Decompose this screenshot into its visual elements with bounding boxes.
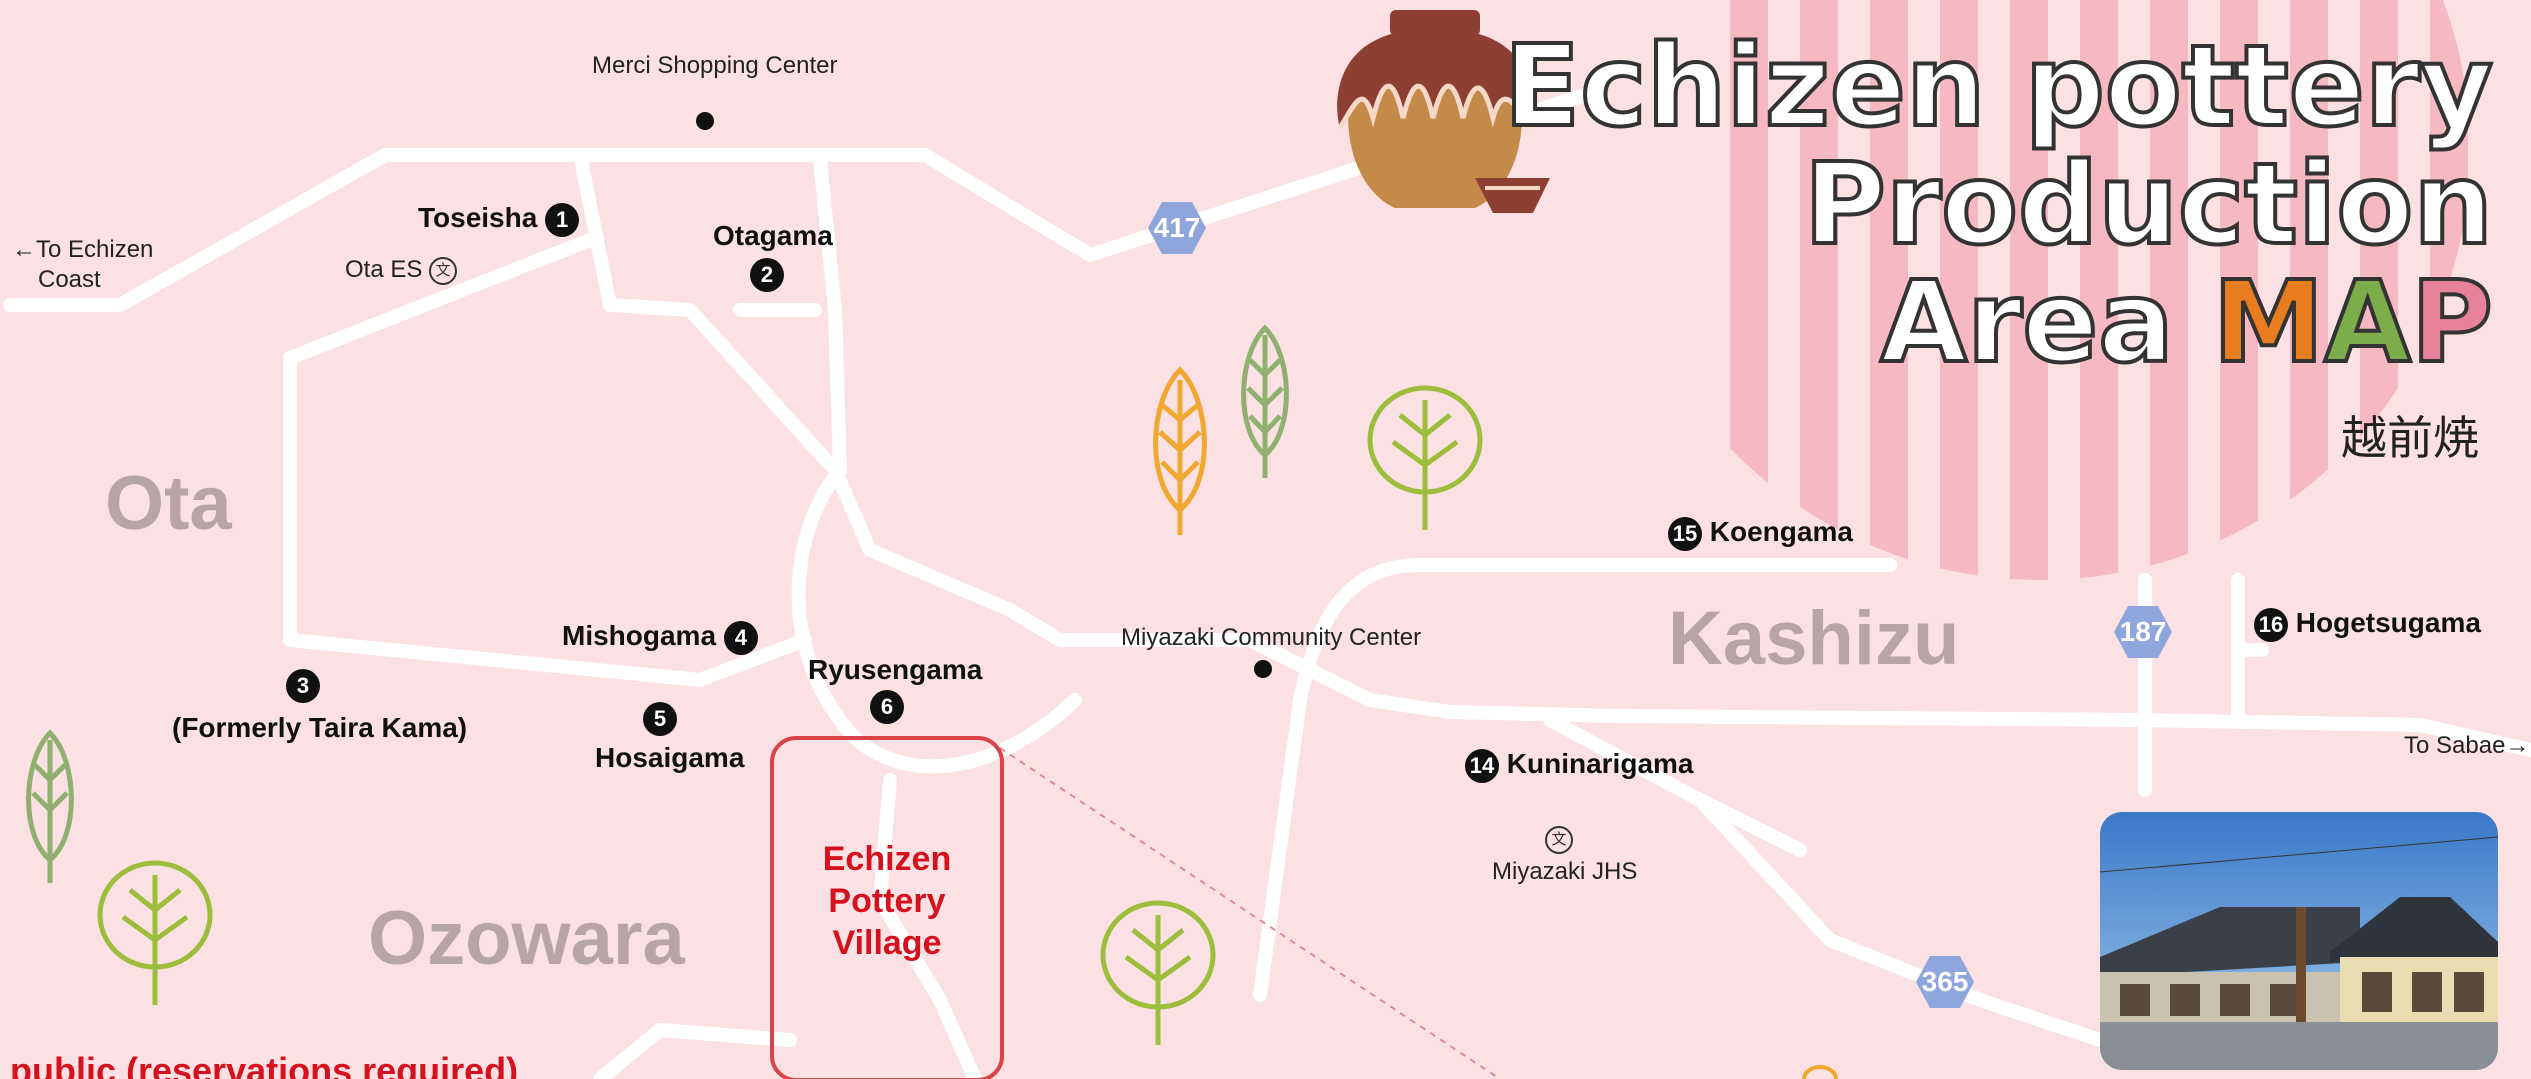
kiln-3-number-badge: 3 [286, 669, 320, 703]
school-icon: 文 [429, 257, 458, 285]
kiln-1-toseisha: Toseisha 1 [418, 202, 580, 237]
school-icon: 文 [1545, 826, 1573, 854]
pottery-jar-illustration [1337, 10, 1550, 213]
landmark-merci-dot [696, 112, 714, 130]
title-map-word: MAP [2211, 258, 2495, 388]
kiln-number-badge: 14 [1465, 748, 1499, 783]
kiln-number-badge: 16 [2254, 607, 2288, 642]
japanese-title: 越前焼 [2341, 411, 2479, 465]
tree-green-tall [1241, 324, 1289, 478]
title-area-word: Area [1878, 258, 2175, 388]
area-kashizu: Kashizu [1668, 596, 1960, 681]
area-ozowara: Ozowara [368, 896, 685, 981]
kiln-number-badge: 4 [723, 620, 758, 655]
tree-green-round [1367, 385, 1483, 530]
title-line-1: Echizen pottery [1502, 22, 2495, 152]
title-line-2: Production [1802, 140, 2495, 270]
kiln-16-hogetsugama: 16 Hogetsugama [2254, 607, 2481, 642]
kiln-6-ryusengama-label: Ryusengama [808, 654, 983, 685]
landmark-miyazaki-jhs-label: Miyazaki JHS [1492, 858, 1638, 885]
landmark-ota-es: Ota ES 文 [345, 256, 458, 287]
kiln-14-kuninarigama: 14 Kuninarigama [1465, 748, 1693, 783]
kiln-6-number-badge: 6 [870, 690, 904, 724]
tree-bottom-round [1100, 900, 1216, 1045]
kiln-2-otagama-label: Otagama [713, 220, 833, 251]
tree-bottom-partial [1802, 1065, 1838, 1079]
title-line-3: Area MAP [1504, 262, 2495, 384]
route-417-shield: 417 [1148, 202, 1206, 254]
pottery-village-building-photo [2100, 812, 2498, 1070]
kiln-5-number-badge: 5 [643, 702, 677, 736]
landmark-miyazaki-cc-dot [1254, 660, 1272, 678]
kiln-5-hosaigama-label: Hosaigama [595, 742, 745, 773]
kiln-2-number-badge: 2 [750, 258, 784, 292]
echizen-pottery-village-label: Echizen Pottery Village [822, 840, 952, 962]
route-365-shield: 365 [1916, 956, 1974, 1008]
tree-yellow-tall [1153, 366, 1207, 535]
map-title: Echizen pottery Production Area MAP [1502, 22, 2495, 384]
kiln-3-formerly-taira-kama-label: (Formerly Taira Kama) [172, 712, 468, 743]
tree-left-tall [26, 729, 74, 883]
tree-left-round [97, 860, 213, 1005]
landmark-merci-label: Merci Shopping Center [592, 52, 838, 79]
kiln-15-koengama: 15 Koengama [1668, 516, 1853, 551]
landmark-miyazaki-cc-label: Miyazaki Community Center [1121, 624, 1422, 651]
area-ota: Ota [105, 461, 232, 546]
route-187-shield: 187 [2114, 606, 2172, 658]
to-sabae-label: To Sabae→ [2404, 732, 2530, 759]
kiln-number-badge: 15 [1668, 516, 1702, 551]
kiln-number-badge: 1 [545, 202, 580, 237]
to-echizen-coast-label: ←To Echizen Coast [12, 236, 154, 293]
kiln-4-mishogama: Mishogama 4 [562, 620, 758, 655]
public-reservation-note: public (reservations required) [10, 1050, 519, 1079]
